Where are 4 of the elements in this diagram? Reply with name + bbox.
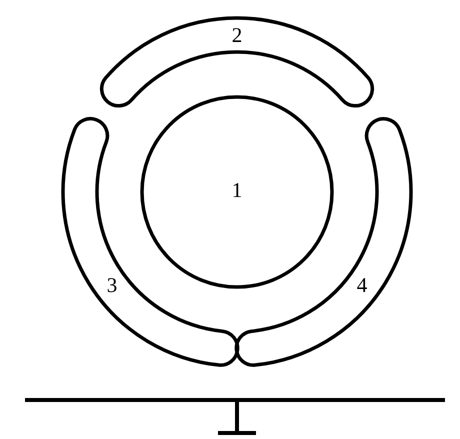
segment-number: 4 xyxy=(356,274,368,296)
segment-number: 3 xyxy=(106,274,118,296)
segment-number: 2 xyxy=(232,24,242,46)
segment-number: 1 xyxy=(232,179,242,201)
